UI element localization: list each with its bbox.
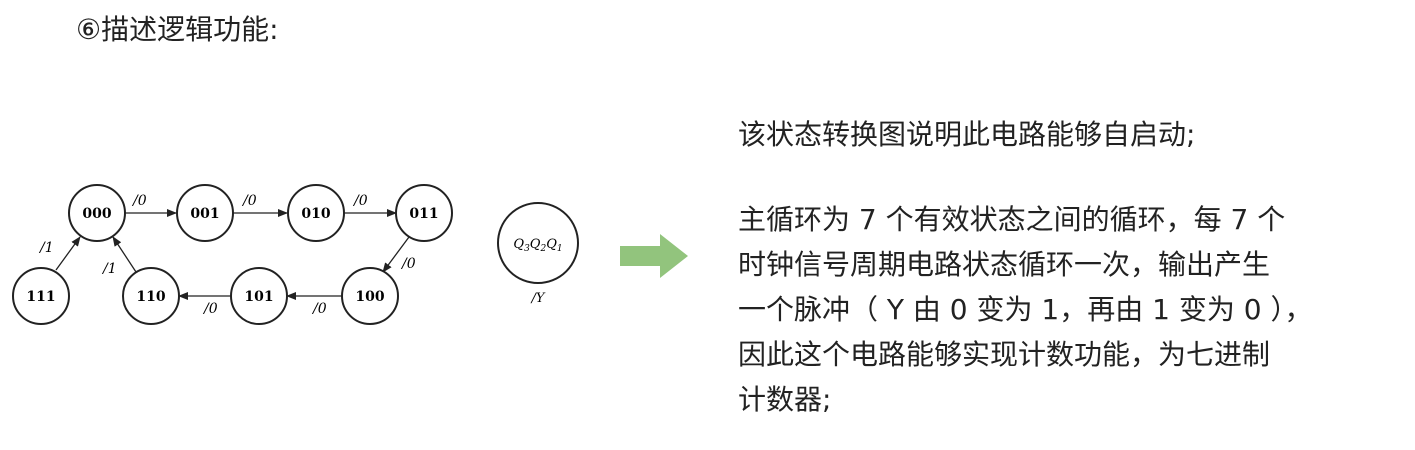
state-transition-diagram: /0 /0 /0 /0 /0 /0 /1 /1 000 001 010 011 … [12, 184, 579, 325]
description-paragraph-1: 该状态转换图说明此电路能够自启动; [738, 118, 1196, 151]
description-line-2: 时钟信号周期电路状态循环一次，输出产生 [738, 248, 1271, 281]
description-panel: 该状态转换图说明此电路能够自启动; 主循环为 7 个有效状态之间的循环，每 7 … [738, 112, 1410, 422]
state-label-001: 001 [190, 206, 219, 222]
legend-state-vars: Q3Q2Q1 [513, 237, 562, 254]
edge-111-000 [55, 236, 81, 271]
edge-label-000-001: /0 [131, 193, 147, 209]
state-label-111: 111 [26, 289, 55, 305]
state-label-010: 010 [301, 206, 330, 222]
legend-node: Q3Q2Q1 [497, 202, 579, 284]
edge-label-111-000: /1 [38, 240, 54, 256]
edge-label-101-110: /0 [202, 301, 218, 317]
description-line-4: 因此这个电路能够实现计数功能，为七进制 [738, 338, 1271, 371]
state-node-000: 000 [68, 184, 126, 242]
state-label-011: 011 [409, 206, 438, 222]
edge-110-000 [112, 236, 137, 273]
state-node-100: 100 [341, 267, 399, 325]
paragraph-gap [738, 157, 1410, 197]
edge-011-100 [382, 236, 410, 273]
edge-label-010-011: /0 [352, 193, 368, 209]
state-node-110: 110 [122, 267, 180, 325]
state-label-100: 100 [355, 289, 384, 305]
description-line-3: 一个脉冲（ Y 由 0 变为 1，再由 1 变为 0 ）， [738, 293, 1313, 326]
state-label-110: 110 [136, 289, 165, 305]
legend-output-label: /Y [530, 291, 546, 306]
state-node-001: 001 [176, 184, 234, 242]
description-line-5: 计数器; [738, 383, 832, 416]
edge-label-001-010: /0 [241, 193, 257, 209]
state-node-111: 111 [12, 267, 70, 325]
edge-label-011-100: /0 [400, 256, 416, 272]
edge-label-110-000: /1 [101, 261, 117, 277]
state-node-010: 010 [287, 184, 345, 242]
state-node-101: 101 [230, 267, 288, 325]
right-arrow-icon [620, 234, 688, 278]
description-line-1: 主循环为 7 个有效状态之间的循环，每 7 个 [738, 203, 1286, 236]
edge-label-100-101: /0 [311, 301, 327, 317]
state-label-000: 000 [82, 206, 111, 222]
state-node-011: 011 [395, 184, 453, 242]
state-label-101: 101 [244, 289, 273, 305]
page-heading: ⑥描述逻辑功能: [76, 13, 279, 46]
